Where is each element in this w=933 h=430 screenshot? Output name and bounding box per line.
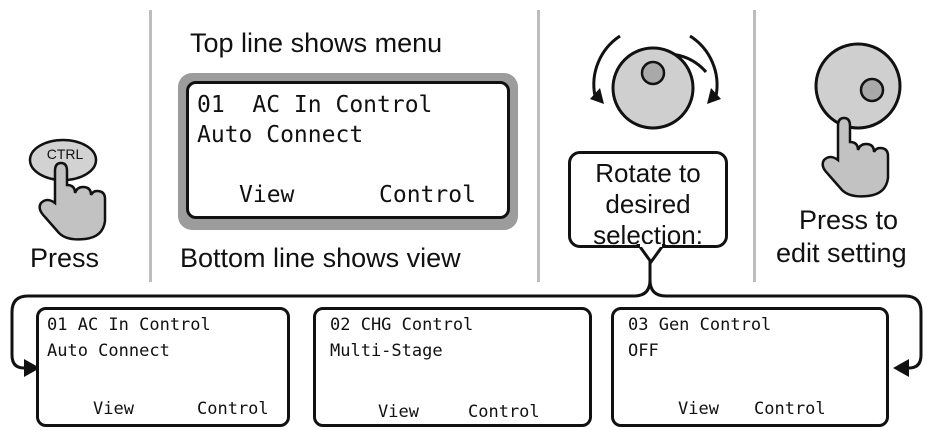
bottom-line-caption: Bottom line shows view [180,243,461,273]
press-label: Press [30,243,100,273]
press-edit-label-2: edit setting [776,238,907,268]
main-lcd-line2: Auto Connect [197,122,364,148]
lcd-item-01-view: View [93,399,134,419]
ctrl-button[interactable]: CTRL [46,146,84,162]
lcd-item-01-line1: 01 AC In Control [47,315,211,335]
lcd-item-02-view: View [378,402,419,422]
lcd-item-02-line1: 02 CHG Control [330,315,474,335]
rotate-arc-left [592,34,621,97]
lcd-item-02-line2: Multi-Stage [330,341,443,361]
rotate-arc-right [689,34,719,97]
main-lcd-line1: 01 AC In Control [197,92,433,118]
rotate-callout-line1: Rotate to [595,158,701,188]
separator-1 [149,10,152,282]
arrow-left-head [24,359,40,377]
lcd-item-03-control: Control [754,399,826,419]
lcd-item-01-control: Control [197,399,269,419]
top-line-caption: Top line shows menu [190,28,443,58]
separator-3 [753,10,756,282]
lcd-item-01-line2: Auto Connect [47,341,170,361]
lcd-item-01[interactable]: 01 AC In Control Auto Connect View Contr… [36,307,290,427]
main-lcd-control: Control [379,182,476,208]
rotate-callout: Rotate to desired selection: [568,151,728,250]
lcd-item-03-view: View [678,399,719,419]
separator-2 [537,10,540,282]
lcd-item-03-line2: OFF [628,341,659,361]
main-lcd-view: View [239,182,295,208]
callout-pointer [636,244,666,265]
lcd-item-02[interactable]: 02 CHG Control Multi-Stage View Control [313,307,592,427]
main-lcd-screen: 01 AC In Control Auto Connect View Contr… [186,81,510,219]
arrow-right-head [893,359,909,377]
rotate-callout-line2: desired [605,189,691,219]
lcd-item-02-control: Control [468,402,540,422]
lcd-item-03-line1: 03 Gen Control [628,315,772,335]
ctrl-hand-illustration [28,138,107,241]
lcd-item-03[interactable]: 03 Gen Control OFF View Control [611,307,889,427]
knob-press-hand-icon[interactable] [810,38,930,208]
press-edit-label-1: Press to [799,205,899,235]
rotary-knob-icon[interactable] [605,40,705,140]
